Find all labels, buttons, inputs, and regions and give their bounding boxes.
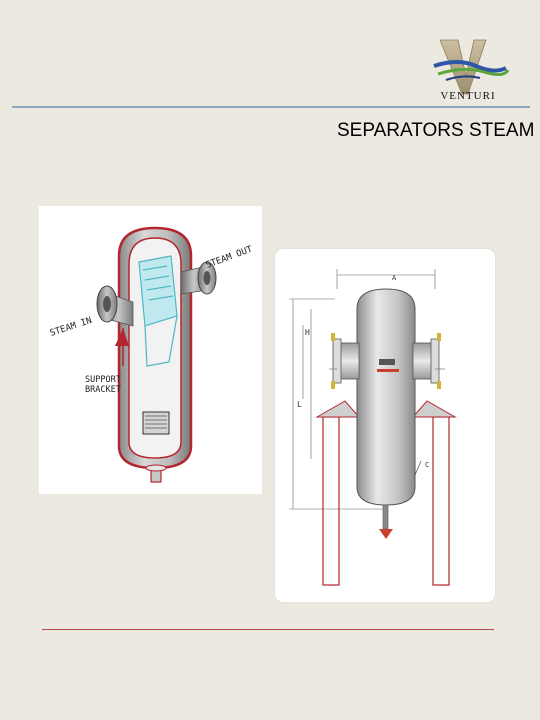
dim-letter-h: H xyxy=(305,328,310,337)
logo-mark-icon xyxy=(433,39,510,95)
separator-cutaway-figure: STEAM OUT STEAM IN SUPPORT BRACKET xyxy=(39,206,262,494)
steam-in-label: STEAM IN xyxy=(49,316,93,339)
support-label-line2: BRACKET xyxy=(85,385,121,395)
header-divider xyxy=(12,106,530,108)
dim-letter-l: L xyxy=(297,400,302,409)
cutaway-illustration: STEAM OUT STEAM IN SUPPORT BRACKET xyxy=(49,226,255,483)
venturi-logo xyxy=(428,36,512,106)
support-label-line1: SUPPORT xyxy=(85,375,121,385)
dim-label-a: A xyxy=(392,274,397,282)
dim-letter-c: C xyxy=(425,461,429,469)
steam-out-label: STEAM OUT xyxy=(205,245,255,271)
footer-divider xyxy=(42,629,494,630)
slide-title: SEPARATORS STEAM xyxy=(337,120,535,141)
separator-dimension-figure: L H A C xyxy=(275,249,495,602)
logo-wordmark: VENTURI xyxy=(440,90,496,102)
dimension-drawing: L H A C xyxy=(289,269,457,586)
